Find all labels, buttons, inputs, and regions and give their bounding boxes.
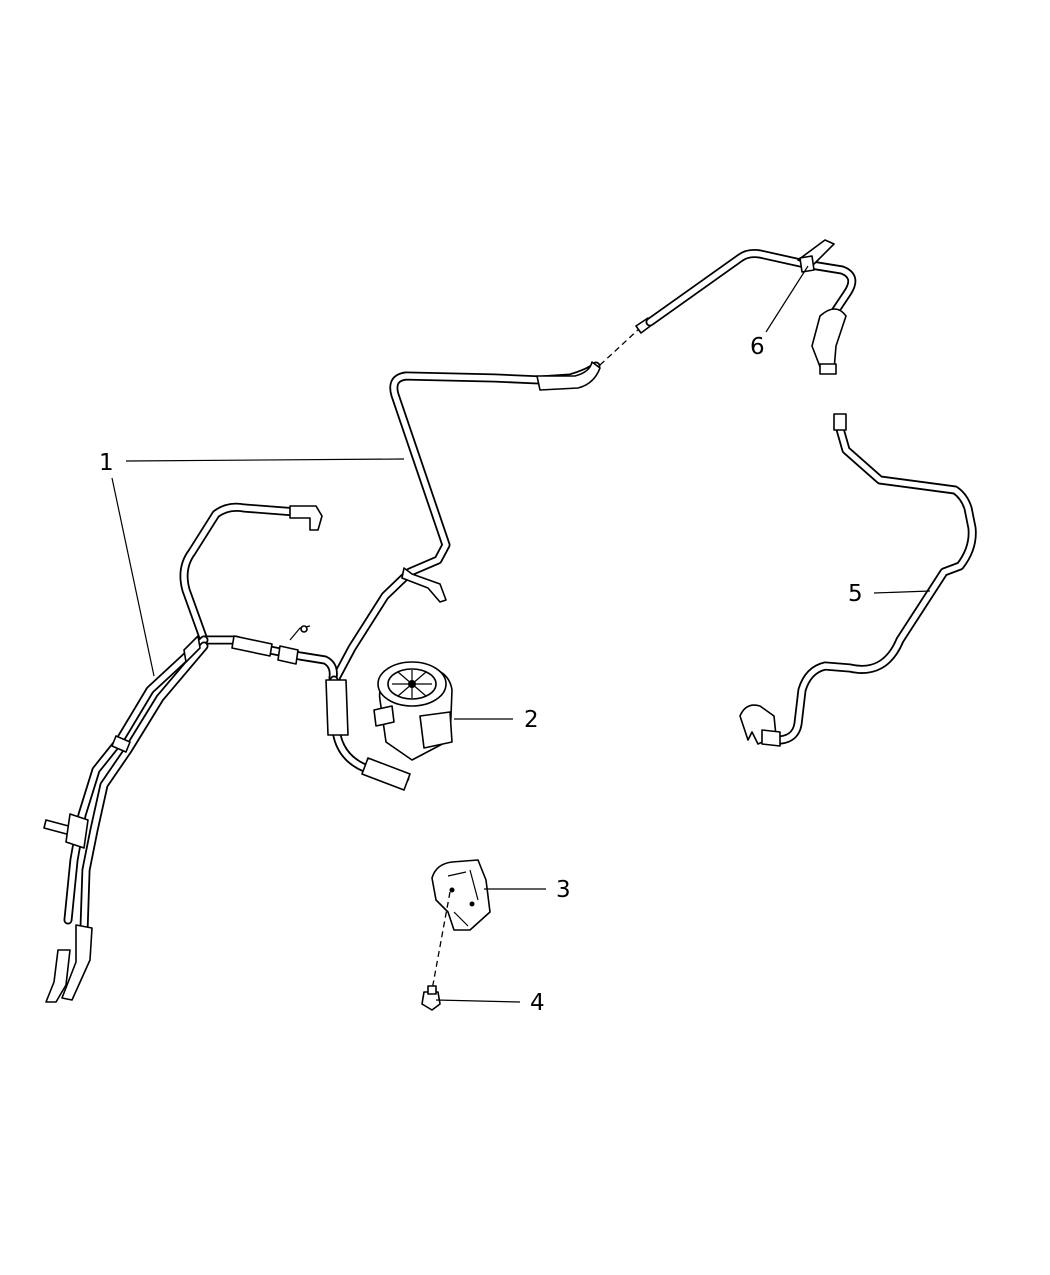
callout-1: 1 (99, 450, 114, 476)
vapor-hose (739, 413, 977, 747)
callout-5: 5 (848, 581, 863, 607)
callout-6: 6 (750, 334, 765, 360)
vapor-tube-assembly (43, 239, 857, 1003)
callout-4: 4 (530, 990, 545, 1016)
leader-lines (111, 265, 931, 1003)
bolt (421, 891, 451, 1011)
callout-2: 2 (524, 707, 539, 733)
callout-3: 3 (556, 877, 571, 903)
purge-valve (325, 661, 453, 791)
mounting-bracket (431, 859, 491, 931)
